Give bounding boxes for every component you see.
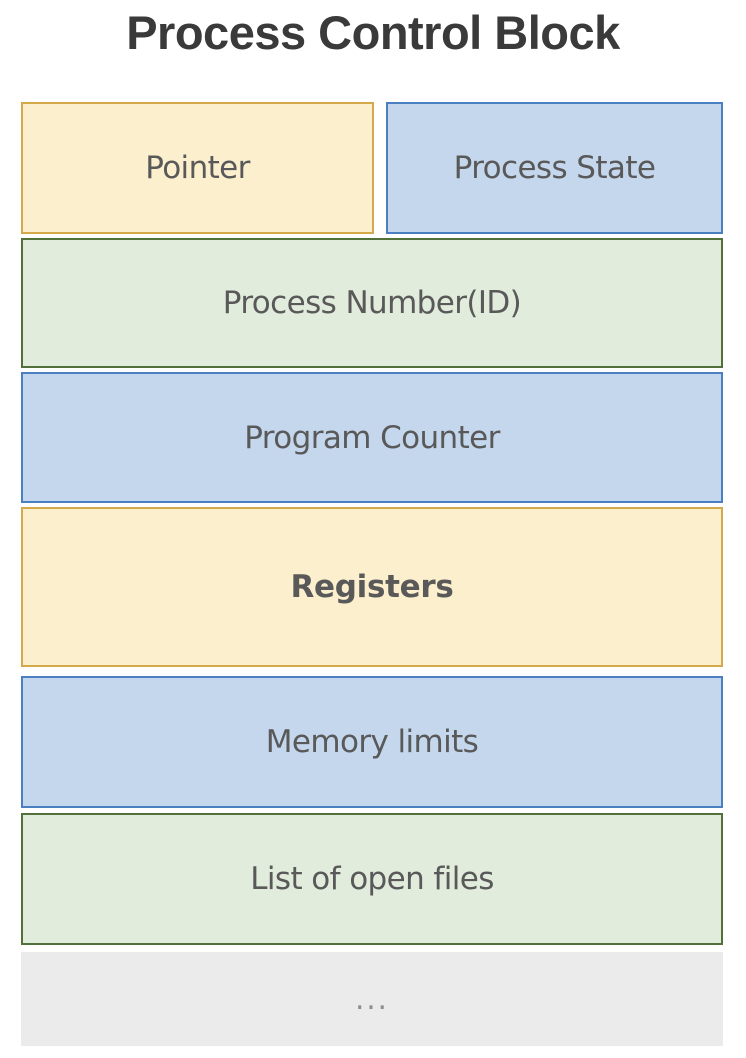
pcb-field-memory-limits[interactable]: Memory limits — [21, 676, 723, 808]
pcb-field-process-state-label: Process State — [453, 150, 656, 186]
pcb-field-process-number-label: Process Number(ID) — [222, 285, 522, 321]
pcb-field-memory-limits-label: Memory limits — [265, 724, 479, 760]
pcb-field-list-of-open-files-label: List of open files — [250, 861, 494, 897]
pcb-field-registers-label: Registers — [290, 569, 454, 605]
pcb-field-process-state[interactable]: Process State — [386, 102, 723, 234]
pcb-field-registers[interactable]: Registers — [21, 507, 723, 667]
pcb-field-pointer[interactable]: Pointer — [21, 102, 374, 234]
pcb-field-list-of-open-files[interactable]: List of open files — [21, 813, 723, 945]
pcb-field-pointer-label: Pointer — [145, 150, 250, 186]
pcb-field-more-label: ... — [355, 982, 389, 1016]
pcb-field-process-number[interactable]: Process Number(ID) — [21, 238, 723, 368]
page-title: Process Control Block — [126, 6, 620, 59]
pcb-field-program-counter[interactable]: Program Counter — [21, 372, 723, 503]
pcb-field-program-counter-label: Program Counter — [244, 419, 500, 456]
pcb-field-more[interactable]: ... — [21, 952, 723, 1046]
